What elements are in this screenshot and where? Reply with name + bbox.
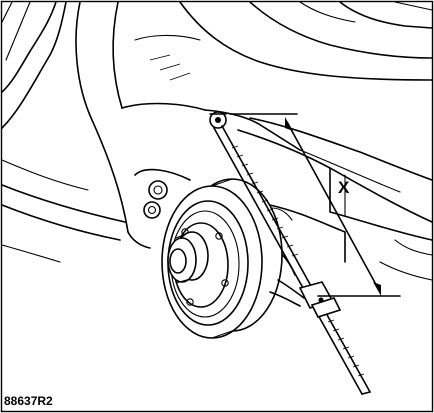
wheel-hub-icon [167, 231, 209, 284]
figure-reference-code: 88637R2 [4, 394, 53, 408]
dimension-arrow-icon [229, 113, 401, 297]
wheel-arch-icon [1, 1, 433, 281]
backing-plate [127, 168, 296, 276]
dimension-x-label: X [338, 178, 350, 197]
brake-drum-icon [161, 178, 283, 339]
measuring-rod-icon [209, 111, 371, 395]
